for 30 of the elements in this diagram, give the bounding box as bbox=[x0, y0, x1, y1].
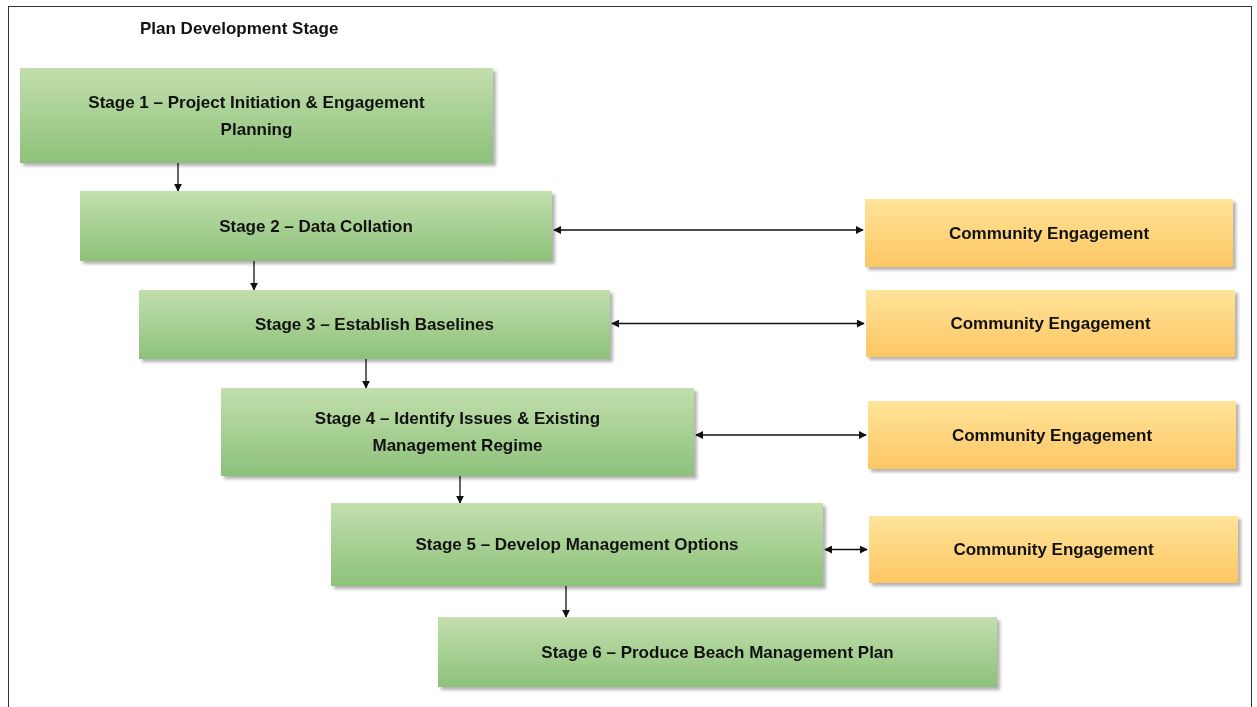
arrow bbox=[695, 431, 867, 439]
engagement-box bbox=[865, 199, 1233, 267]
stage-box bbox=[139, 290, 610, 359]
arrow bbox=[250, 260, 258, 291]
stage-box bbox=[221, 388, 694, 476]
diagram-title: Plan Development Stage bbox=[140, 19, 339, 39]
box-label: Stage 2 – Data Collation bbox=[219, 215, 413, 238]
box-label: Community Engagement bbox=[948, 222, 1150, 245]
box-label: Community Engagement bbox=[950, 313, 1151, 335]
stage-box bbox=[438, 617, 997, 687]
box-label: Stage 5 – Develop Management Options bbox=[415, 534, 739, 556]
arrow bbox=[456, 475, 464, 504]
arrow bbox=[611, 319, 865, 328]
arrow bbox=[562, 585, 570, 618]
arrow bbox=[824, 545, 868, 554]
box-label: Community Engagement bbox=[951, 424, 1153, 447]
arrow bbox=[553, 226, 864, 234]
box-label: Stage 3 – Establish Baselines bbox=[254, 314, 495, 336]
arrow bbox=[362, 358, 370, 389]
box-label: Stage 6 – Produce Beach Management Plan bbox=[541, 641, 894, 664]
arrow bbox=[174, 162, 182, 192]
engagement-box bbox=[866, 290, 1235, 357]
stage-box bbox=[331, 503, 823, 586]
stage-box bbox=[80, 191, 552, 261]
engagement-box bbox=[868, 401, 1236, 469]
box-label: Stage 4 – Identify Issues & Existing Management Regime bbox=[313, 408, 602, 457]
box-label: Stage 1 – Project Initiation & Engagement Planning bbox=[87, 91, 426, 141]
stage-box bbox=[20, 68, 493, 163]
box-label: Community Engagement bbox=[953, 539, 1154, 561]
engagement-box bbox=[869, 516, 1238, 583]
